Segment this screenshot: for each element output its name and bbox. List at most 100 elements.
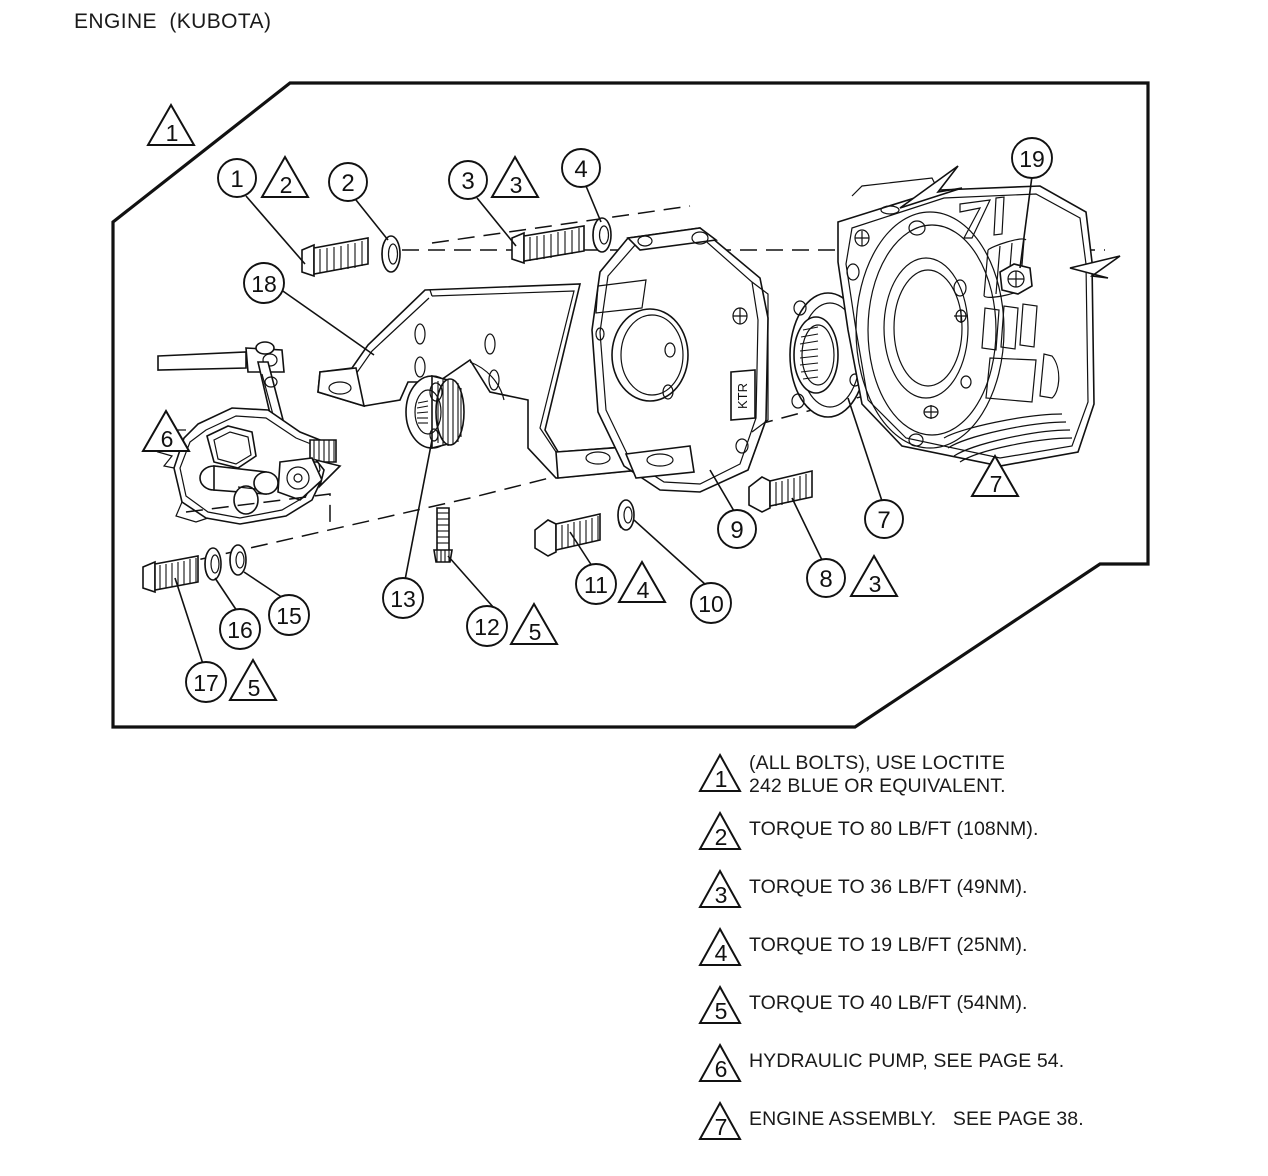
callout-11[interactable]: 11 xyxy=(575,563,617,605)
note-flags: 1 2 3 6 7 4 3 5 xyxy=(141,102,1020,701)
callout-19[interactable]: 19 xyxy=(1011,137,1053,179)
note-triangle-5-number: 5 xyxy=(715,998,728,1024)
callout-1-label: 1 xyxy=(230,166,243,193)
note-flag-2-label: 2 xyxy=(280,172,293,198)
note-flag-5-label: 5 xyxy=(529,619,542,645)
part-engine-body-19 xyxy=(837,165,1121,467)
part-bolt-17 xyxy=(142,555,199,594)
callout-15-label: 15 xyxy=(276,603,302,629)
part-spline-coupler-7 xyxy=(789,292,867,418)
diagram-canvas: KTR xyxy=(111,81,1150,729)
note-flag-5b-label: 5 xyxy=(248,675,261,701)
exploded-view-diagram: KTR xyxy=(111,81,1150,729)
part-hydraulic-pump-6 xyxy=(156,341,342,525)
callout-7[interactable]: 7 xyxy=(864,499,904,539)
note-triangle-4-icon: 4 xyxy=(697,926,743,968)
part-bolt-3 xyxy=(511,225,585,265)
note-row-4: 4 TORQUE TO 19 LB/FT (25NM). xyxy=(697,926,1257,984)
callout-9[interactable]: 9 xyxy=(717,509,757,549)
callout-16-label: 16 xyxy=(227,617,253,643)
note-row-1: 1 (ALL BOLTS), USE LOCTITE 242 BLUE OR E… xyxy=(697,752,1257,810)
part-bolt-11 xyxy=(534,512,601,557)
note-triangle-1-number: 1 xyxy=(715,766,728,792)
note-row-2: 2 TORQUE TO 80 LB/FT (108NM). xyxy=(697,810,1257,868)
callout-18[interactable]: 18 xyxy=(243,262,285,304)
page-title: ENGINE (KUBOTA) xyxy=(74,10,272,33)
callout-2-label: 2 xyxy=(341,170,354,197)
note-flag-3b-label: 3 xyxy=(869,571,882,597)
housing-cast-mark xyxy=(959,196,1005,239)
callout-9-label: 9 xyxy=(730,517,743,544)
callout-17-label: 17 xyxy=(193,670,219,696)
callout-15[interactable]: 15 xyxy=(268,594,310,636)
note-flag-3b[interactable]: 3 xyxy=(849,553,899,597)
note-triangle-3-number: 3 xyxy=(715,882,728,908)
note-row-3: 3 TORQUE TO 36 LB/FT (49NM). xyxy=(697,868,1257,926)
note-row-6: 6 HYDRAULIC PUMP, SEE PAGE 54. xyxy=(697,1042,1257,1100)
callout-16[interactable]: 16 xyxy=(219,608,261,650)
note-flag-7[interactable]: 7 xyxy=(970,453,1020,497)
note-flag-5b[interactable]: 5 xyxy=(228,657,278,701)
callout-10[interactable]: 10 xyxy=(690,582,732,624)
callout-2[interactable]: 2 xyxy=(328,162,368,202)
diagram-border xyxy=(111,81,1150,729)
note-flag-4-label: 4 xyxy=(637,577,650,603)
note-flag-5[interactable]: 5 xyxy=(509,601,559,645)
part-bellhousing-9: KTR xyxy=(591,227,769,493)
callout-19-label: 19 xyxy=(1019,146,1045,172)
note-text-4: TORQUE TO 19 LB/FT (25NM). xyxy=(749,934,1028,956)
note-flag-3-label: 3 xyxy=(510,172,523,198)
callout-11-label: 11 xyxy=(584,572,608,598)
callout-3-label: 3 xyxy=(461,168,474,195)
callout-13-label: 13 xyxy=(390,586,416,612)
note-flag-6-label: 6 xyxy=(161,426,174,452)
note-flag-4[interactable]: 4 xyxy=(617,559,667,603)
callout-12[interactable]: 12 xyxy=(466,605,508,647)
part-washer-4 xyxy=(592,217,612,253)
note-flag-1[interactable]: 1 xyxy=(146,102,196,146)
coupling-brand-label: KTR xyxy=(735,383,750,409)
note-triangle-7-number: 7 xyxy=(715,1114,728,1140)
note-flag-6[interactable]: 6 xyxy=(141,408,191,452)
part-coupling-13 xyxy=(405,374,465,450)
note-triangle-5-icon: 5 xyxy=(697,984,743,1026)
leader-lines xyxy=(174,175,1033,665)
callout-7-label: 7 xyxy=(877,507,890,534)
note-triangle-6-number: 6 xyxy=(715,1056,728,1082)
callout-4-label: 4 xyxy=(574,156,587,183)
note-text-7: ENGINE ASSEMBLY. SEE PAGE 38. xyxy=(749,1108,1084,1130)
note-flag-2[interactable]: 2 xyxy=(260,154,310,198)
note-triangle-1-icon: 1 xyxy=(697,752,743,794)
note-flag-3[interactable]: 3 xyxy=(490,154,540,198)
note-triangle-6-icon: 6 xyxy=(697,1042,743,1084)
part-washer-16 xyxy=(204,547,222,581)
callout-4[interactable]: 4 xyxy=(561,148,601,188)
part-washer-10 xyxy=(617,499,635,531)
callout-17[interactable]: 17 xyxy=(185,661,227,703)
note-row-5: 5 TORQUE TO 40 LB/FT (54NM). xyxy=(697,984,1257,1042)
callout-1[interactable]: 1 xyxy=(217,158,257,198)
notes-legend: 1 (ALL BOLTS), USE LOCTITE 242 BLUE OR E… xyxy=(697,752,1257,1158)
part-setscrew-12 xyxy=(433,507,453,563)
part-bolt-1 xyxy=(301,237,369,278)
callout-bubbles: 1 2 3 4 18 19 13 12 xyxy=(185,137,1053,703)
note-triangle-4-number: 4 xyxy=(715,940,728,966)
note-text-5: TORQUE TO 40 LB/FT (54NM). xyxy=(749,992,1028,1014)
callout-12-label: 12 xyxy=(474,614,500,640)
note-triangle-7-icon: 7 xyxy=(697,1100,743,1142)
callout-8[interactable]: 8 xyxy=(806,558,846,598)
note-row-7: 7 ENGINE ASSEMBLY. SEE PAGE 38. xyxy=(697,1100,1257,1158)
note-triangle-2-number: 2 xyxy=(715,824,728,850)
note-text-1: (ALL BOLTS), USE LOCTITE 242 BLUE OR EQU… xyxy=(749,752,1006,797)
part-washer-2 xyxy=(381,235,401,273)
callout-18-label: 18 xyxy=(251,271,277,297)
callout-3[interactable]: 3 xyxy=(448,160,488,200)
note-flag-1-label: 1 xyxy=(166,120,179,146)
note-triangle-2-icon: 2 xyxy=(697,810,743,852)
note-text-3: TORQUE TO 36 LB/FT (49NM). xyxy=(749,876,1028,898)
part-washer-15 xyxy=(229,544,247,576)
callout-8-label: 8 xyxy=(819,566,832,593)
part-bolt-8 xyxy=(748,469,813,513)
part-bracket-18 xyxy=(317,283,641,479)
callout-13[interactable]: 13 xyxy=(382,577,424,619)
